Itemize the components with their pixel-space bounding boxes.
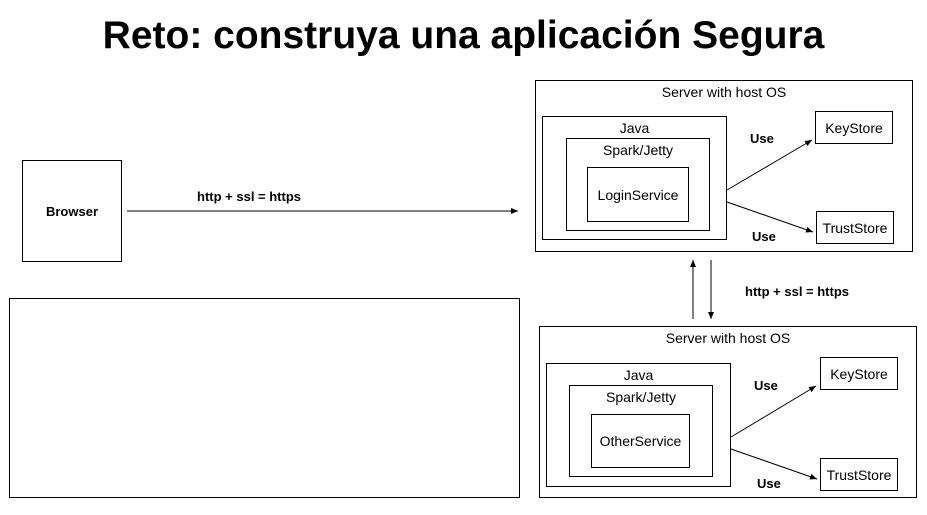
server-1-truststore-arrow (726, 201, 814, 233)
server-2-keystore: KeyStore (820, 357, 898, 390)
browser-box: Browser (22, 160, 122, 262)
server-2-keystore-label: KeyStore (830, 365, 888, 382)
server-2-service-label: OtherService (599, 433, 682, 449)
server-1-keystore-arrow (726, 139, 813, 191)
server-2-truststore-arrow (730, 448, 818, 480)
server-1-truststore: TrustStore (816, 211, 894, 244)
slide-title: Reto: construya una aplicación Segura (102, 14, 825, 57)
browser-server-link-label: http + ssl = https (197, 189, 302, 204)
server-2-truststore-label: TrustStore (826, 466, 892, 483)
server-2-truststore: TrustStore (820, 458, 898, 491)
server-1-use-keystore: Use (750, 131, 774, 146)
server-1-keystore-label: KeyStore (825, 119, 883, 136)
server-2-use-truststore: Use (757, 476, 781, 491)
blank-panel (9, 298, 520, 498)
server-1-label: Server with host OS (661, 84, 787, 100)
server-1-truststore-label: TrustStore (822, 219, 888, 236)
server-2-java-label: Java (623, 367, 654, 383)
server-2-spark-label: Spark/Jetty (605, 389, 677, 405)
server-1-spark-label: Spark/Jetty (602, 142, 674, 158)
server-2-keystore-arrow (730, 385, 817, 438)
server-1-use-truststore: Use (752, 229, 776, 244)
server-1-login-service: LoginService (587, 167, 689, 222)
server-1-service-label: LoginService (597, 186, 679, 203)
browser-label: Browser (45, 203, 99, 219)
server-1-java-label: Java (619, 120, 650, 136)
server-2-other-service: OtherService (591, 414, 690, 468)
server-2-label: Server with host OS (665, 330, 791, 346)
server-1-keystore: KeyStore (815, 111, 893, 144)
server-server-link-label: http + ssl = https (745, 284, 850, 299)
server-2-use-keystore: Use (754, 378, 778, 393)
